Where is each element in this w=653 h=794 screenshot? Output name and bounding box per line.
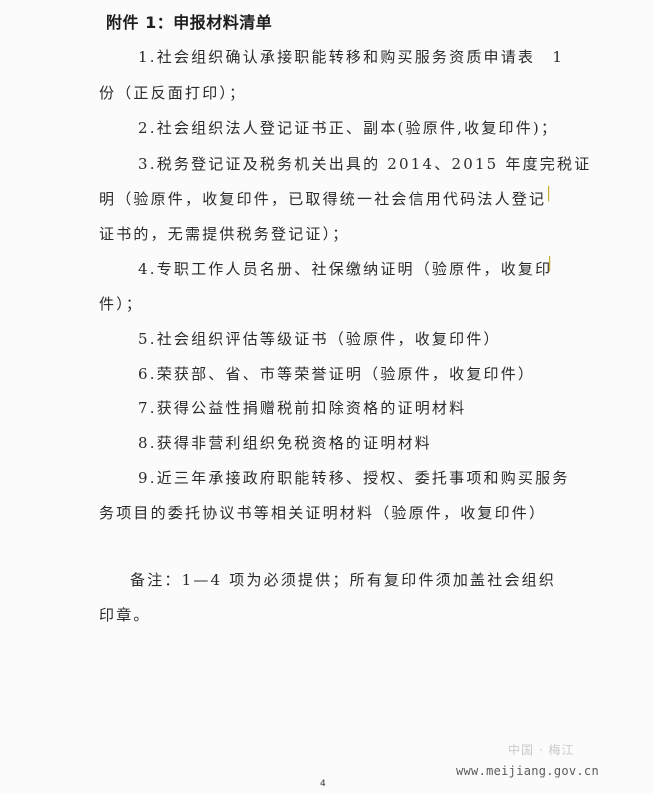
list-item-4-line-1: 4.专职工作人员名册、社保缴纳证明（验原件，收复印 (138, 260, 553, 278)
list-item-1-line-1: 1.社会组织确认承接职能转移和购买服务资质申请表 1 (138, 48, 565, 66)
watermark-url: www.meijiang.gov.cn (456, 764, 599, 778)
list-item-6: 6.荣获部、省、市等荣誉证明（验原件，收复印件） (138, 365, 536, 383)
list-item-8: 8.获得非营利组织免税资格的证明材料 (138, 434, 432, 452)
list-item-7: 7.获得公益性捐赠税前扣除资格的证明材料 (138, 399, 467, 417)
document-heading: 附件 1：申报材料清单 (106, 13, 273, 32)
list-item-2: 2.社会组织法人登记证书正、副本(验原件,收复印件)； (138, 119, 559, 137)
seal-mark-icon: ▏ (549, 257, 559, 272)
list-item-3-line-3: 证书的，无需提供税务登记证）； (99, 225, 350, 243)
list-item-3-line-1: 3.税务登记证及税务机关出具的 2014、2015 年度完税证 (138, 155, 592, 173)
seal-mark-icon: ▏ (548, 187, 558, 202)
list-item-9-line-2: 务项目的委托协议书等相关证明材料（验原件，收复印件） (99, 504, 547, 522)
remark-line-2: 印章。 (99, 606, 151, 624)
watermark-site-name: 中国 · 梅江 (508, 743, 575, 757)
list-item-3-line-2: 明（验原件，收复印件，已取得统一社会信用代码法人登记 (99, 190, 547, 208)
page-number: 4 (320, 779, 326, 789)
list-item-9-line-1: 9.近三年承接政府职能转移、授权、委托事项和购买服务 (138, 469, 570, 487)
list-item-4-line-2: 件）； (99, 295, 144, 313)
remark-line-1: 备注：1—4 项为必须提供；所有复印件须加盖社会组织 (130, 571, 557, 589)
list-item-5: 5.社会组织评估等级证书（验原件，收复印件） (138, 330, 501, 348)
list-item-1-line-2: 份（正反面打印）； (99, 84, 247, 102)
